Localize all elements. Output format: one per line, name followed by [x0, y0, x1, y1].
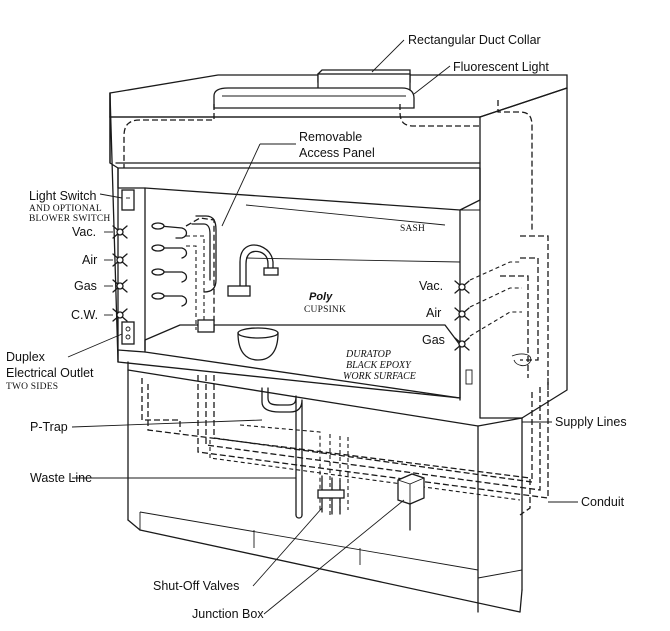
label-and-optional: AND OPTIONAL	[29, 204, 102, 214]
label-light-switch: Light Switch	[29, 189, 96, 203]
label-blower-switch: BLOWER SWITCH	[29, 214, 111, 224]
label-gas-right: Gas	[422, 333, 445, 347]
label-rectangular-duct-collar: Rectangular Duct Collar	[408, 33, 541, 47]
label-supply-lines: Supply Lines	[555, 415, 627, 429]
label-waste-line: Waste Line	[30, 471, 92, 485]
label-junction-box: Junction Box	[192, 607, 264, 621]
right-valves	[454, 261, 532, 367]
label-work-surface: WORK SURFACE	[343, 371, 416, 382]
label-conduit: Conduit	[581, 495, 625, 509]
leader-lines	[67, 39, 578, 615]
label-shut-off-valves: Shut-Off Valves	[153, 579, 239, 593]
label-poly: Poly	[309, 291, 333, 303]
label-sash: SASH	[400, 224, 425, 234]
light-switch-plate	[121, 189, 135, 211]
label-gas-left: Gas	[74, 279, 97, 293]
fluorescent-light	[213, 87, 415, 109]
label-cw-left: C.W.	[71, 308, 98, 322]
shut-off-valves-drawing	[317, 475, 345, 515]
left-valves	[112, 215, 217, 333]
label-electrical-outlet: Electrical Outlet	[6, 366, 94, 380]
label-two-sides: TWO SIDES	[6, 382, 58, 392]
label-cupsink: CUPSINK	[304, 305, 346, 315]
hidden-lines	[123, 100, 549, 390]
label-vac-left: Vac.	[72, 225, 96, 239]
label-fluorescent-light: Fluorescent Light	[453, 60, 549, 74]
p-trap	[261, 387, 303, 519]
label-duplex: Duplex	[6, 350, 46, 364]
label-duratop: DURATOP	[345, 349, 391, 360]
label-removable: Removable	[299, 130, 362, 144]
junction-box-drawing	[397, 473, 425, 531]
cupsink	[237, 327, 279, 361]
faucet	[227, 244, 279, 297]
labels: Rectangular Duct Collar Fluorescent Ligh…	[6, 33, 627, 621]
label-p-trap: P-Trap	[30, 420, 68, 434]
label-air-left: Air	[82, 253, 97, 267]
base-hidden-lines	[141, 375, 549, 516]
base-cabinet	[127, 361, 523, 613]
front-marker	[465, 369, 473, 385]
label-air-right: Air	[426, 306, 441, 320]
duplex-outlet	[121, 321, 135, 345]
label-access-panel: Access Panel	[299, 146, 375, 160]
label-black-epoxy: BLACK EPOXY	[346, 360, 412, 371]
label-vac-right: Vac.	[419, 279, 443, 293]
